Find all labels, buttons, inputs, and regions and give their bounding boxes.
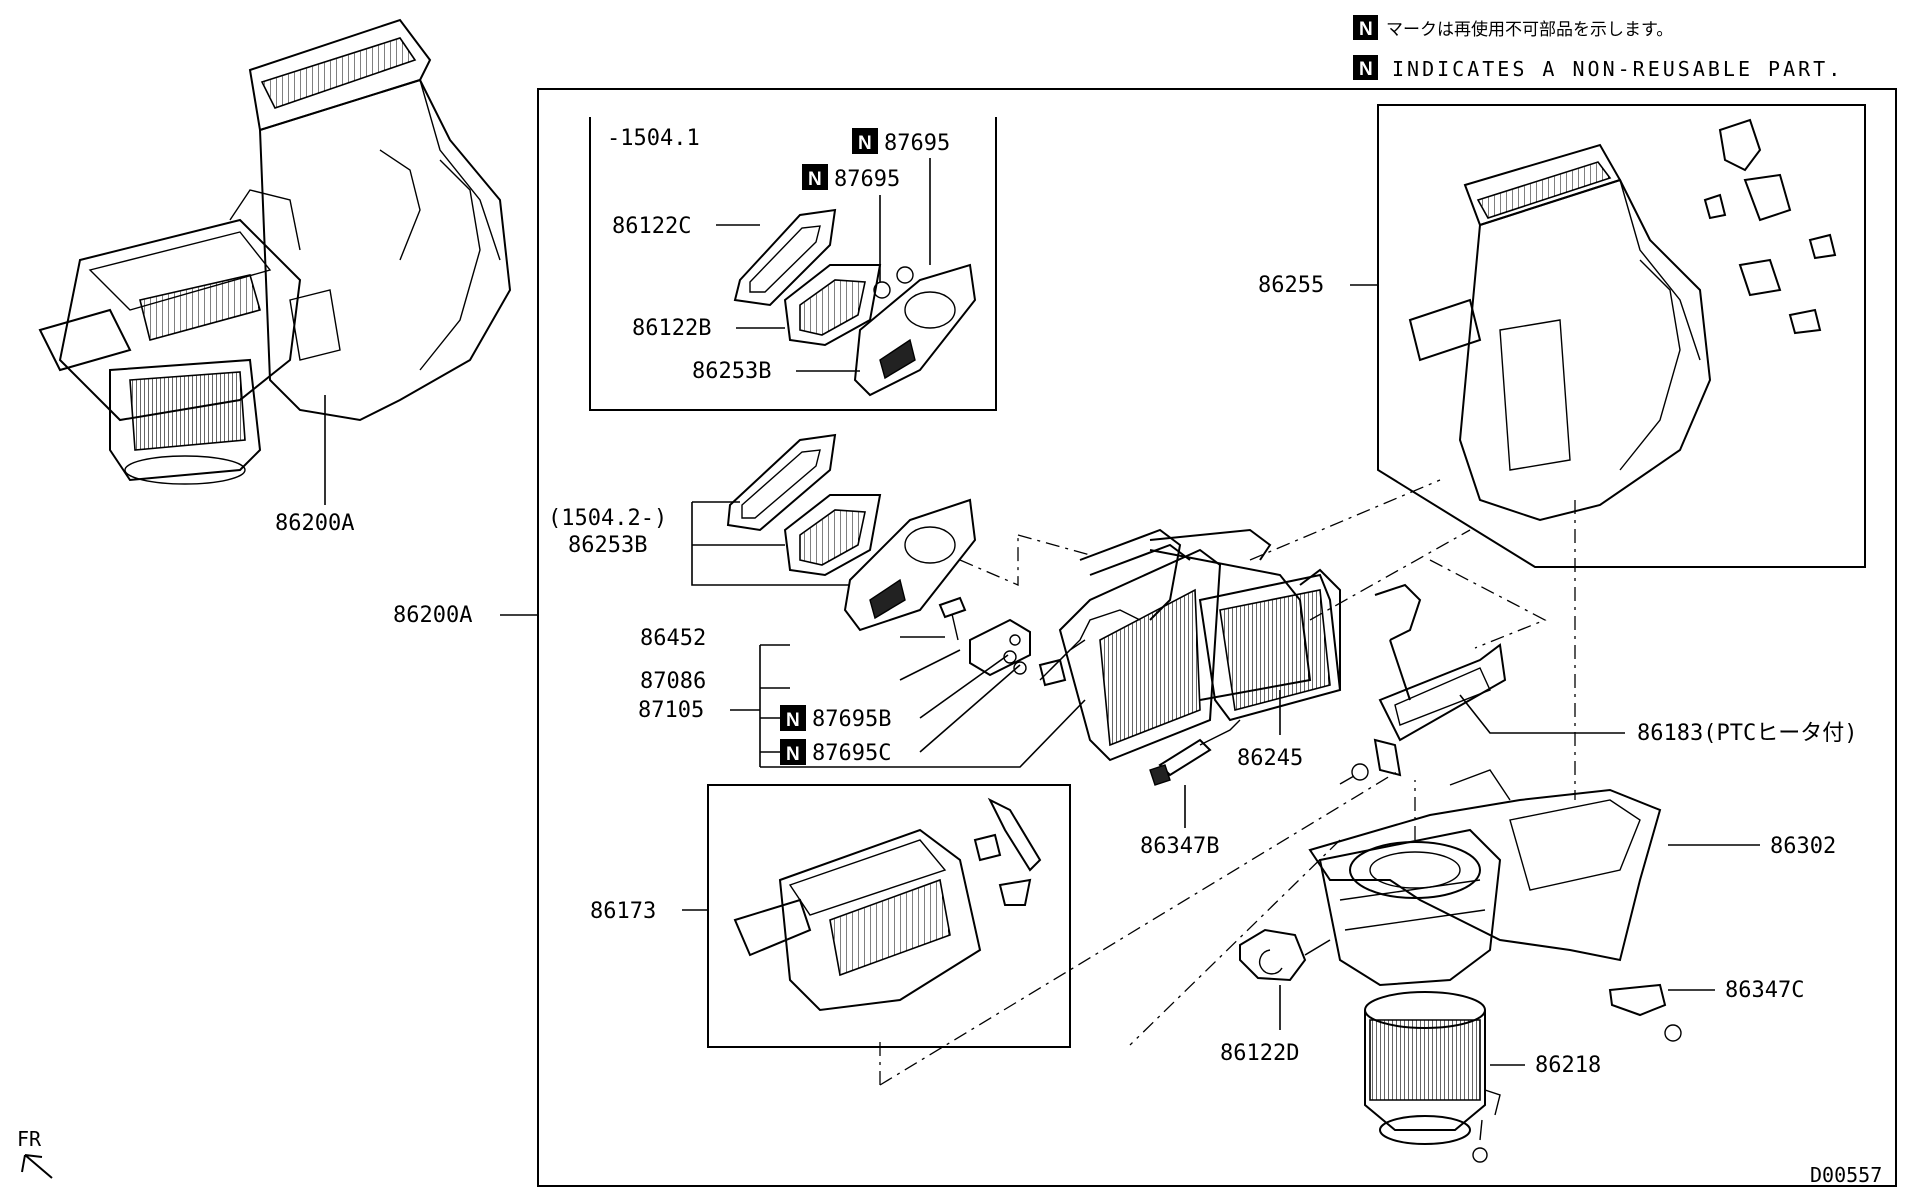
subbox-86255: [1377, 104, 1866, 568]
leader-87105: [730, 644, 790, 767]
label-86200A-main: 86200A: [393, 603, 472, 628]
seal-86122D: [1239, 928, 1307, 982]
case-86173: [733, 797, 1042, 1012]
filter-86122B-mid: [783, 494, 882, 577]
label-86200A-left: 86200A: [275, 511, 354, 536]
evaporator-core: [1038, 548, 1222, 762]
label-86122C: 86122C: [612, 214, 691, 239]
mark-87695C: N: [786, 744, 800, 765]
label-86218: 86218: [1535, 1053, 1601, 1078]
label-86122D: 86122D: [1220, 1041, 1299, 1066]
alignment-lines: [879, 479, 1576, 1086]
label-86173: 86173: [590, 899, 656, 924]
blower-motor-86218: [1364, 991, 1501, 1145]
screw-86218: [1472, 1119, 1488, 1163]
leader-87086: [899, 649, 961, 681]
oring-87695B-icon: [1003, 650, 1017, 664]
label-86302: 86302: [1770, 834, 1836, 859]
label-86452: 86452: [640, 626, 706, 651]
hvac-assembly-left-drawing: [38, 18, 512, 485]
label-86347B: 86347B: [1140, 834, 1219, 859]
label-1504-1: -1504.1: [607, 126, 700, 151]
blower-case-86302: [1308, 769, 1662, 962]
label-86253B-top: 86253B: [692, 359, 771, 384]
non-reusable-mark-icon: [780, 739, 806, 765]
label-87695C: 87695C: [812, 741, 891, 766]
non-reusable-mark-icon: [780, 705, 806, 731]
bolt-86452: [938, 596, 967, 641]
label-87105: 87105: [638, 698, 704, 723]
legend-mark-jp: N: [1359, 19, 1373, 40]
ptc-heater-86183: [1373, 583, 1507, 777]
front-arrow-icon: [21, 1154, 53, 1179]
legend: N マークは再使用不可部品を示します。 N INDICATES A NON-RE…: [1353, 15, 1843, 81]
label-87086: 87086: [640, 669, 706, 694]
oring-87695-a-icon: [896, 266, 914, 284]
oring-87695-b-icon: [873, 281, 891, 299]
mark-87695-a: N: [858, 133, 872, 154]
blower-housing: [1318, 828, 1502, 987]
bracket-86347C: [1608, 983, 1682, 1042]
leader-86122D-seal: [1304, 939, 1331, 956]
label-87695-a: 87695: [884, 131, 950, 156]
sensor-86347B: [1149, 719, 1241, 786]
main-frame: [537, 88, 1897, 1187]
leader-87105-evaporator: [760, 699, 1086, 768]
non-reusable-mark-icon: [802, 164, 828, 190]
plate-86253B-top: [853, 263, 977, 397]
leader-87695C: [919, 664, 1021, 753]
plate-86253B-mid: [843, 498, 977, 632]
label-87695-b: 87695: [834, 167, 900, 192]
screw-86183: [1339, 763, 1369, 785]
label-86245: 86245: [1237, 746, 1303, 771]
mark-87695-b: N: [808, 169, 822, 190]
case-86255: [1408, 118, 1837, 522]
non-reusable-mark-icon: [852, 128, 878, 154]
legend-mark-en: N: [1359, 59, 1373, 80]
subbox-86173: [707, 784, 1071, 1048]
gasket-86122C-top: [733, 208, 837, 307]
non-reusable-mark-icon: [1353, 55, 1378, 80]
label-front-direction: FR: [17, 1127, 42, 1151]
label-86255: 86255: [1258, 273, 1324, 298]
oring-87695C-icon: [1013, 661, 1027, 675]
gasket-86122C-mid: [726, 433, 837, 532]
filter-86122B-top: [783, 264, 882, 347]
heater-core-86245: [1079, 528, 1342, 722]
valve-87086: [969, 618, 1031, 677]
subbox-1504-1: [589, 117, 997, 411]
non-reusable-mark-icon: [1353, 15, 1378, 40]
label-1504-2: (1504.2-): [548, 506, 667, 531]
label-86183: 86183(PTCヒータ付): [1637, 721, 1857, 746]
label-86122B: 86122B: [632, 316, 711, 341]
label-86347C: 86347C: [1725, 978, 1804, 1003]
leader-87695B: [919, 654, 1009, 719]
mark-87695B: N: [786, 710, 800, 731]
leader-86183: [1459, 694, 1625, 734]
legend-japanese-text: マークは再使用不可部品を示します。: [1386, 19, 1673, 40]
diagram-code: D00557: [1810, 1163, 1882, 1187]
legend-english-text: INDICATES A NON-REUSABLE PART.: [1392, 57, 1843, 81]
label-87695B: 87695B: [812, 707, 891, 732]
label-86253B-mid: 86253B: [568, 533, 647, 558]
